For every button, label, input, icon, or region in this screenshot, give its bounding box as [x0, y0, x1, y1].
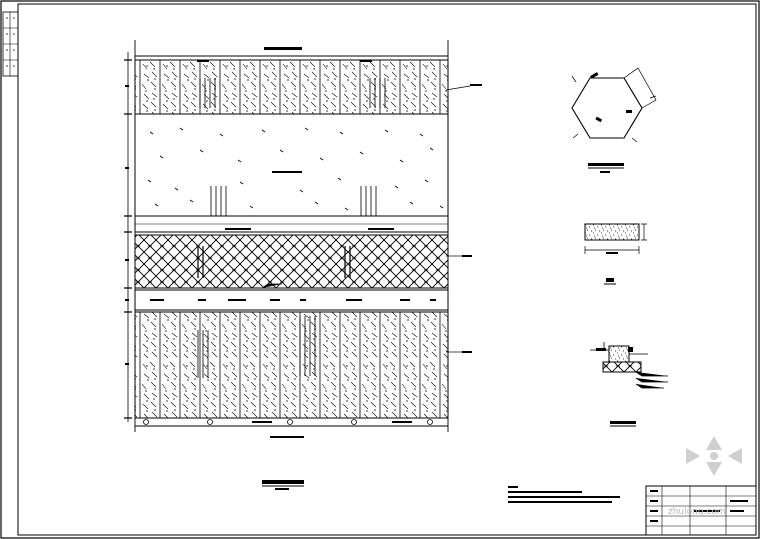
bottom-label-bar-2: [392, 421, 412, 423]
leader-tag-top: [470, 84, 482, 86]
curb-section-detail: [590, 342, 668, 427]
bottom-curb-line: [135, 417, 448, 427]
slab-caption: [604, 278, 616, 285]
title-block: [645, 485, 757, 536]
lawn-scatter-marks: [147, 127, 444, 211]
paver-band-top: [134, 59, 449, 115]
leader-road: [261, 283, 282, 289]
main-plan: [124, 40, 482, 490]
binding-margin-tabs: [2, 11, 19, 77]
leader-tag-bottom: [462, 351, 472, 353]
bottom-curb-marks: [143, 419, 433, 425]
lawn-label-bar: [272, 171, 302, 173]
hexagon-paver-detail: [571, 67, 657, 173]
plan-title-block: [262, 480, 304, 490]
road-markings: [150, 299, 436, 301]
curb-caption: [610, 421, 636, 427]
bottom-dimension-bar: [270, 436, 304, 438]
tree-pit-marks-lawn: [210, 186, 377, 222]
leader-tag-lattice: [462, 255, 472, 257]
tree-pit-marks-bottom: [197, 316, 316, 378]
paver-band-bottom: [134, 311, 449, 419]
slab-section: [584, 223, 640, 241]
lattice-drain-marks: [197, 246, 351, 278]
plan-side-lines: [134, 40, 449, 432]
tree-pit-marks-top: [197, 60, 386, 108]
left-dimension-line: [124, 52, 132, 422]
hexagon-caption: [588, 163, 624, 173]
bottom-label-bar-1: [252, 421, 272, 423]
notes-block: [508, 486, 620, 503]
leader-band-top: [445, 85, 471, 91]
slab-section-detail: [584, 223, 647, 285]
lattice-paving-band: [134, 234, 449, 289]
curb-label-bar-1: [225, 228, 251, 230]
top-label-bar: [264, 47, 302, 50]
watermark-text: zhulong.com: [668, 507, 726, 517]
curb-label-bar-2: [368, 228, 394, 230]
watermark-logo-icon: [686, 436, 742, 476]
watermark: zhulong.com: [668, 436, 742, 517]
hexagon-paver-icon: [571, 77, 643, 139]
lawn-band: [134, 113, 449, 217]
